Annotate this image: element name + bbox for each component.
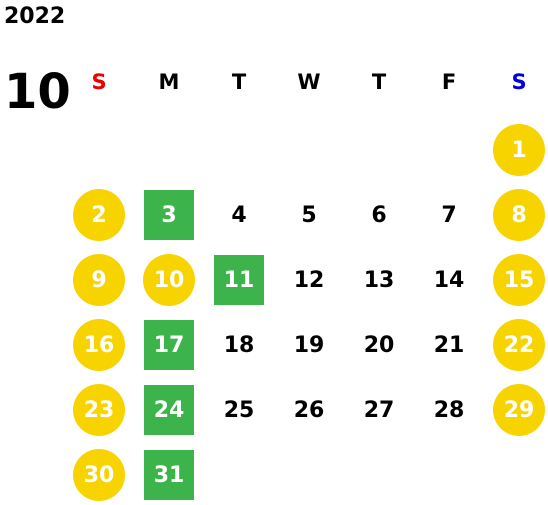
day-cell[interactable]: 21 [419, 315, 479, 375]
day-number: 29 [493, 384, 545, 436]
day-cell[interactable]: 23 [69, 380, 129, 440]
day-number: 4 [231, 202, 247, 228]
weekday-header: S [511, 70, 527, 94]
day-cell[interactable]: 2 [69, 185, 129, 245]
day-number: 2 [73, 189, 125, 241]
day-cell[interactable]: 18 [209, 315, 269, 375]
day-cell[interactable]: 1 [489, 120, 548, 180]
day-number: 1 [493, 124, 545, 176]
day-cell[interactable]: 10 [139, 250, 199, 310]
day-cell[interactable]: 24 [139, 380, 199, 440]
day-number: 17 [144, 320, 194, 370]
day-cell[interactable]: 14 [419, 250, 479, 310]
weekday-header: S [91, 70, 107, 94]
day-cell[interactable]: 3 [139, 185, 199, 245]
day-cell[interactable]: 15 [489, 250, 548, 310]
day-number: 14 [433, 267, 465, 293]
day-number: 15 [493, 254, 545, 306]
day-number: 8 [493, 189, 545, 241]
day-cell[interactable]: 4 [209, 185, 269, 245]
day-cell[interactable]: 7 [419, 185, 479, 245]
day-number: 12 [293, 267, 325, 293]
day-cell[interactable]: 9 [69, 250, 129, 310]
day-number: 24 [144, 385, 194, 435]
day-number: 3 [144, 190, 194, 240]
day-cell[interactable]: 17 [139, 315, 199, 375]
day-number: 9 [73, 254, 125, 306]
day-number: 30 [73, 449, 125, 501]
day-number: 7 [441, 202, 457, 228]
day-number: 11 [214, 255, 264, 305]
day-cell[interactable]: 22 [489, 315, 548, 375]
day-number: 18 [223, 332, 255, 358]
day-number: 28 [433, 397, 465, 423]
day-number: 25 [223, 397, 255, 423]
day-number: 20 [363, 332, 395, 358]
day-number: 13 [363, 267, 395, 293]
day-cell[interactable]: 28 [419, 380, 479, 440]
weekday-header: F [441, 70, 457, 94]
day-cell[interactable]: 25 [209, 380, 269, 440]
day-number: 31 [144, 450, 194, 500]
day-cell[interactable]: 30 [69, 445, 129, 505]
day-cell[interactable]: 20 [349, 315, 409, 375]
day-cell[interactable]: 26 [279, 380, 339, 440]
day-number: 5 [301, 202, 317, 228]
day-cell[interactable]: 16 [69, 315, 129, 375]
day-number: 19 [293, 332, 325, 358]
day-number: 27 [363, 397, 395, 423]
day-cell[interactable]: 8 [489, 185, 548, 245]
day-cell[interactable]: 12 [279, 250, 339, 310]
weekday-header: M [158, 70, 180, 94]
day-number: 16 [73, 319, 125, 371]
day-number: 26 [293, 397, 325, 423]
month-label: 10 [4, 64, 71, 120]
year-label: 2022 [4, 4, 66, 29]
day-cell[interactable]: 11 [209, 250, 269, 310]
day-number: 23 [73, 384, 125, 436]
day-number: 10 [143, 254, 195, 306]
day-cell[interactable]: 27 [349, 380, 409, 440]
day-number: 6 [371, 202, 387, 228]
day-cell[interactable]: 29 [489, 380, 548, 440]
day-number: 21 [433, 332, 465, 358]
day-number: 22 [493, 319, 545, 371]
day-cell[interactable]: 31 [139, 445, 199, 505]
weekday-header: W [297, 70, 321, 94]
day-cell[interactable]: 5 [279, 185, 339, 245]
day-cell[interactable]: 19 [279, 315, 339, 375]
day-cell[interactable]: 13 [349, 250, 409, 310]
weekday-header: T [371, 70, 387, 94]
weekday-header: T [231, 70, 247, 94]
day-cell[interactable]: 6 [349, 185, 409, 245]
